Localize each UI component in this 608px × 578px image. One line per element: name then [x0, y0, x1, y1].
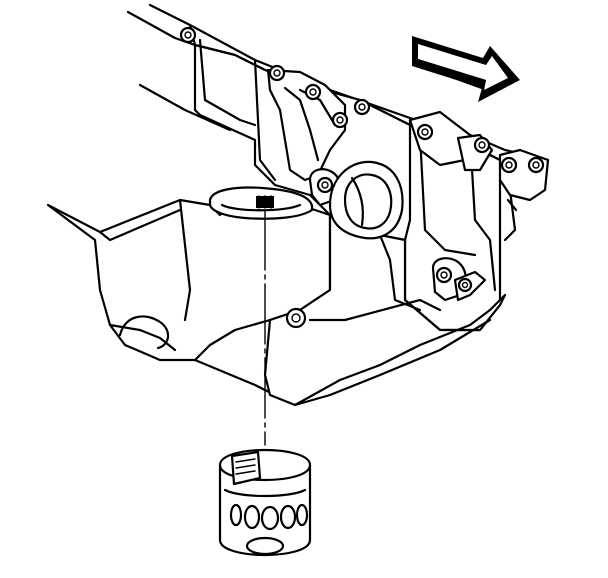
bolt — [473, 136, 491, 154]
bolt — [304, 83, 322, 101]
bolt — [285, 307, 307, 329]
oil-filter-grip-ribs — [229, 503, 309, 531]
bolt — [331, 111, 349, 129]
bolt — [416, 123, 434, 141]
oil-pan-bolts — [179, 26, 545, 329]
bolt — [435, 266, 453, 284]
front-of-vehicle-arrow-icon — [412, 36, 520, 102]
oil-filter-adapter-boss — [208, 186, 314, 220]
bolt — [316, 176, 334, 194]
bolt — [527, 156, 545, 174]
bolt — [457, 277, 473, 293]
bolt — [500, 156, 518, 174]
bolt — [268, 64, 286, 82]
bolt — [179, 26, 197, 44]
bolt — [353, 98, 371, 116]
oil-filter-icon — [218, 448, 312, 557]
crankshaft-seal-cover — [328, 160, 404, 240]
